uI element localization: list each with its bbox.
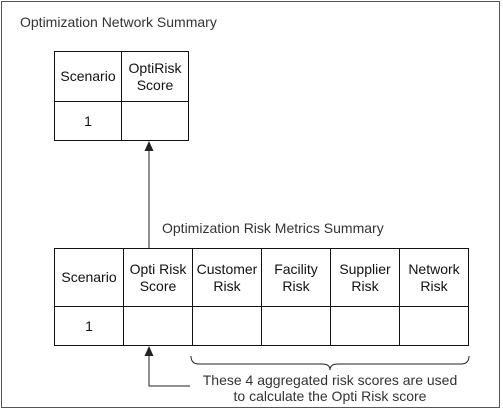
network-summary-title: Optimization Network Summary [20,14,217,30]
cell-scenario: 1 [54,101,122,141]
arrow-up-to-optirisk [144,141,154,248]
metrics-summary-title: Optimization Risk Metrics Summary [162,220,384,236]
header-supplier-risk: Supplier Risk [330,248,400,307]
header-opti-risk-score: Opti Risk Score [123,248,193,307]
cell-customer-risk [192,306,262,346]
header-customer-risk: Customer Risk [192,248,262,307]
cell-network-risk [399,306,469,346]
cell-optirisk-score [121,101,189,141]
metrics-summary-table: Scenario Opti Risk Score Customer Risk F… [54,248,469,346]
annotation-line-1: These 4 aggregated risk scores are used [202,372,458,388]
header-scenario: Scenario [54,248,124,307]
annotation-note: These 4 aggregated risk scores are used … [170,372,490,404]
arrow-from-annotation [144,346,190,387]
network-summary-table: Scenario OptiRisk Score 1 [54,51,189,141]
grouping-brace [190,355,470,371]
annotation-line-2: to calculate the Opti Risk score [233,388,427,404]
cell-facility-risk [261,306,331,346]
header-scenario: Scenario [54,51,122,102]
cell-scenario: 1 [54,306,124,346]
cell-supplier-risk [330,306,400,346]
header-optirisk-score: OptiRisk Score [121,51,189,102]
